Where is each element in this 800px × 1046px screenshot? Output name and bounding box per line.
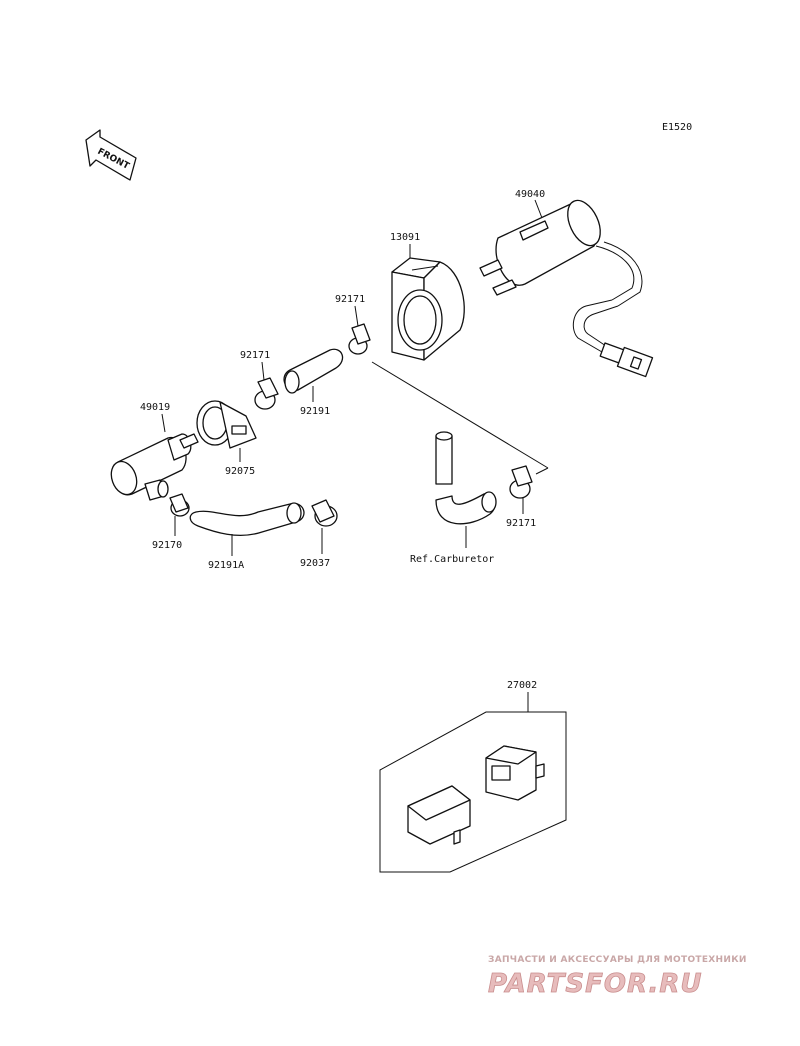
watermark: ЗАПЧАСТИ И АКСЕССУАРЫ ДЛЯ МОТОТЕХНИКИ PA… [488, 955, 747, 999]
label-92171-right: 92171 [506, 518, 536, 529]
hose-92191A [189, 502, 305, 556]
label-92170: 92170 [152, 540, 182, 551]
watermark-tagline: ЗАПЧАСТИ И АКСЕССУАРЫ ДЛЯ МОТОТЕХНИКИ [488, 955, 747, 965]
watermark-brand: PARTSFOR.RU [488, 969, 702, 999]
leader-line [371, 361, 549, 469]
pump-bracket-13091 [391, 244, 465, 361]
clamp-92037 [311, 499, 338, 554]
clamp-92171-middle [254, 361, 279, 410]
clamp-92171-right [509, 465, 533, 514]
fuel-pump-49040 [479, 199, 654, 378]
connector-kit-27002 [379, 692, 567, 873]
clamp-92171-upper [348, 305, 371, 355]
label-92171-middle: 92171 [240, 350, 270, 361]
leader-line [535, 467, 549, 475]
holder-92075 [196, 400, 257, 462]
label-49019: 49019 [140, 402, 170, 413]
label-13091: 13091 [390, 232, 420, 243]
label-92171-upper: 92171 [335, 294, 365, 305]
label-ref-carburetor: Ref.Carburetor [410, 554, 494, 565]
hose-ref-carburetor [435, 431, 497, 548]
hose-92191 [283, 348, 344, 402]
fuel-filter-49019 [110, 413, 199, 501]
label-92191: 92191 [300, 406, 330, 417]
front-arrow-icon: FRONT [85, 129, 137, 181]
label-92037: 92037 [300, 558, 330, 569]
label-92075: 92075 [225, 466, 255, 477]
diagram-code: E1520 [662, 122, 692, 133]
label-27002: 27002 [507, 680, 537, 691]
clamp-92170 [169, 493, 190, 536]
label-49040: 49040 [515, 189, 545, 200]
label-92191A: 92191A [208, 560, 244, 571]
